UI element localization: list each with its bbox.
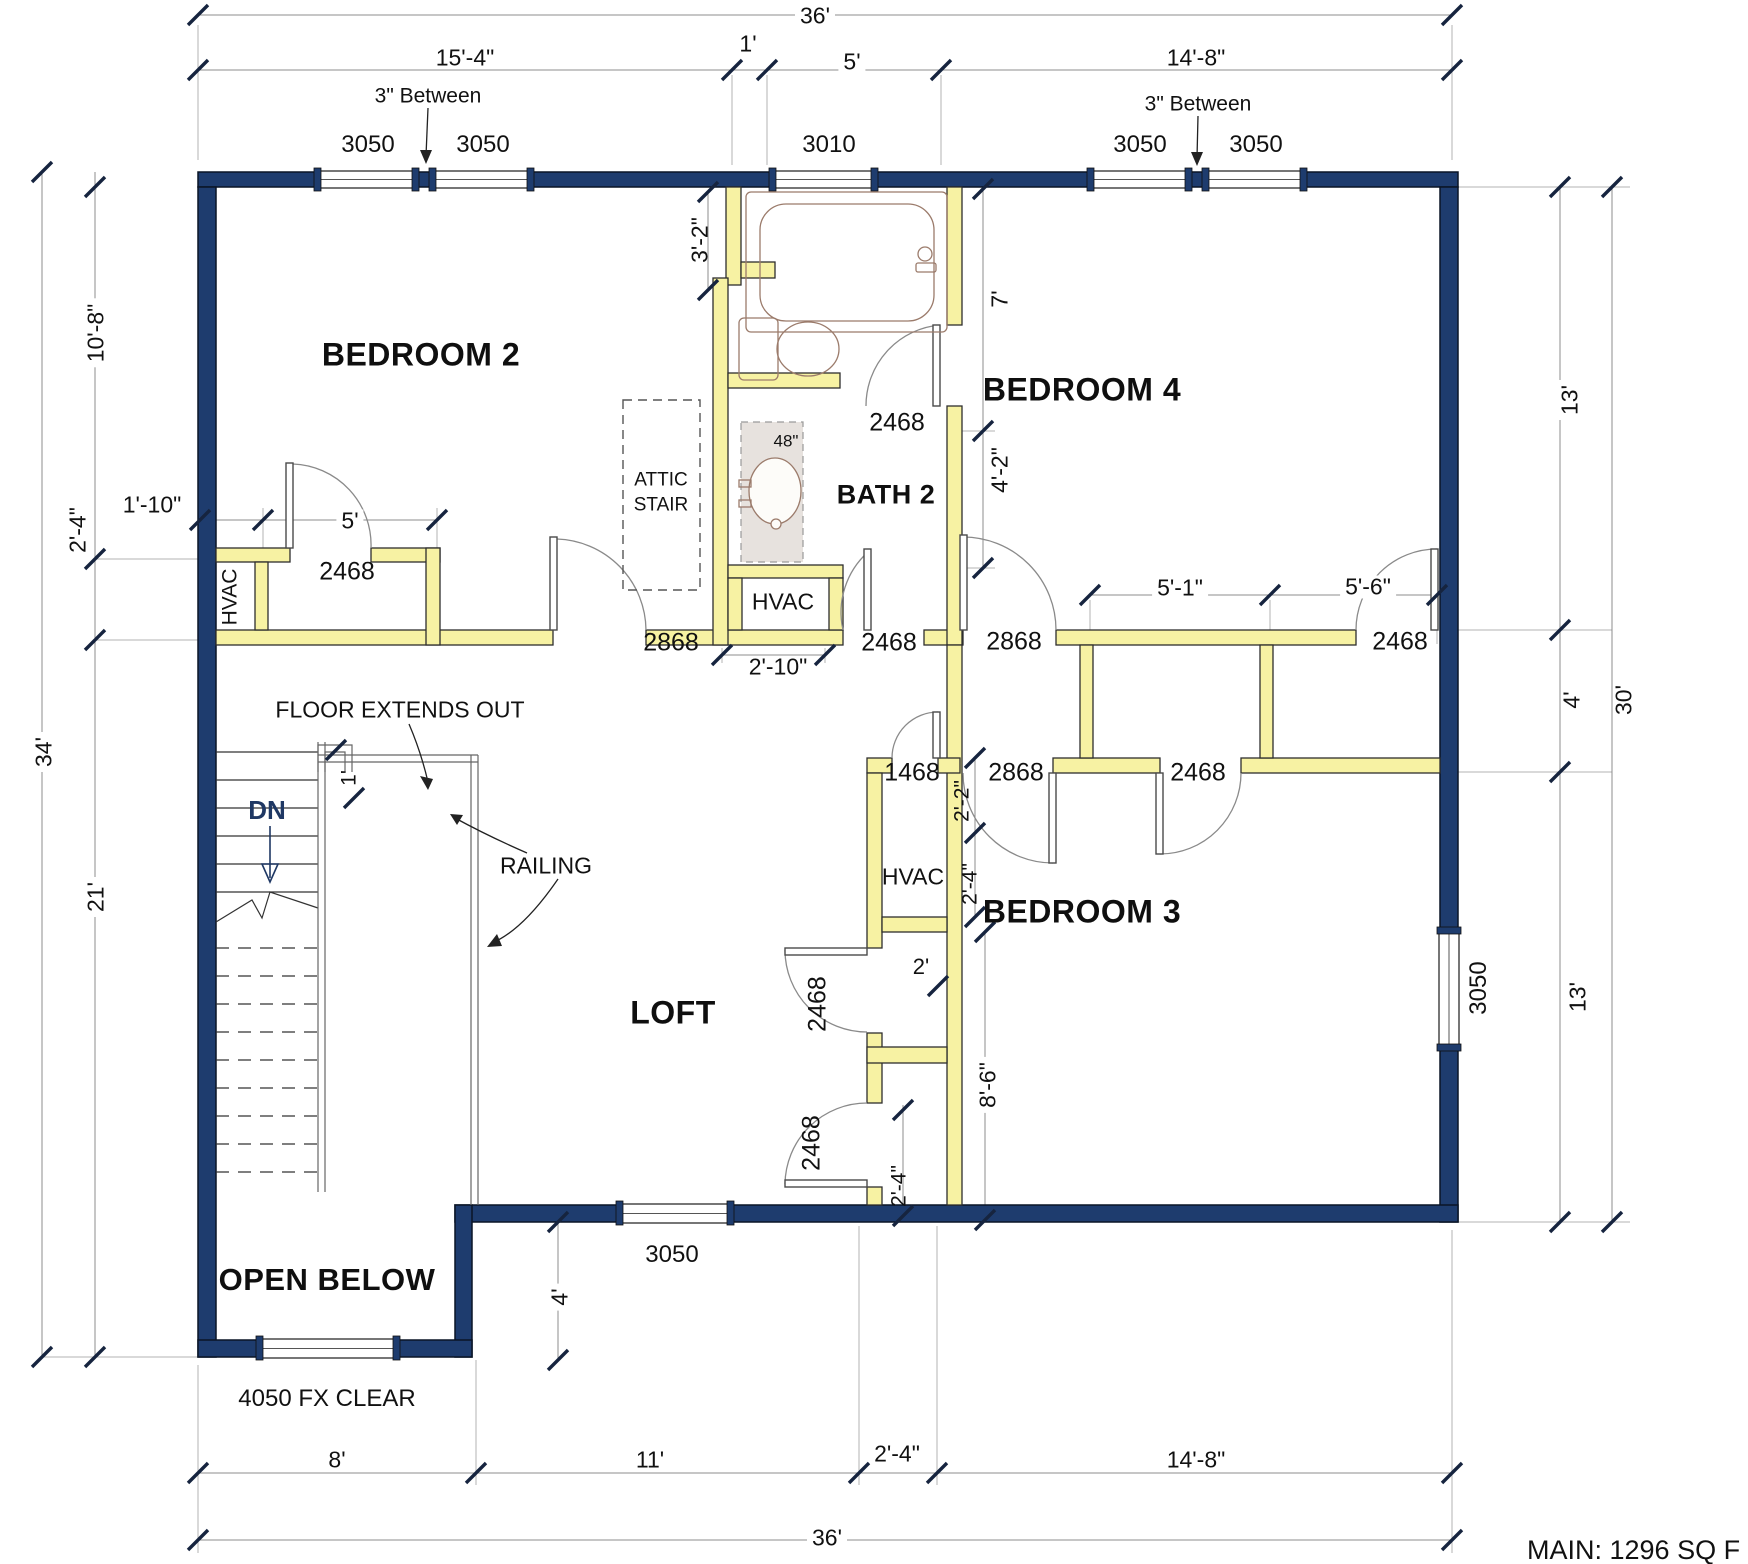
door-label: 2468 [1372,627,1428,656]
dim-top-1ft: 1' [739,30,757,57]
vanity [738,421,804,563]
vanity-label: 48" [773,431,799,451]
hvac-label: HVAC [218,568,242,626]
door-label: 2868 [986,627,1042,656]
window-label: 3050 [1113,131,1167,158]
room-label-bedroom-3: BEDROOM 3 [982,893,1182,930]
leader-arrows [408,107,1203,947]
note-between-right: 3" Between [1144,92,1252,116]
attic-stair-outline [622,399,701,591]
dim-col-2: 2' [912,954,930,979]
dim-right-13-upper: 13' [1557,380,1583,420]
door-leaves [285,324,1439,1188]
dim-bottom-2-4: 2'-4" [874,1440,920,1467]
window-label: 3050 [341,131,395,158]
door-label: 2468 [861,628,917,657]
door-label: 2868 [988,758,1044,787]
dimension-ticks [30,3,1624,1552]
hvac-label: HVAC [881,863,945,890]
dim-closet-5-1: 5'-1" [1152,576,1208,600]
door-label: 2468 [803,976,832,1032]
dim-col-2-4: 2'-4" [958,863,982,905]
interior-walls [215,186,1441,1206]
attic-stair-label-2: STAIR [633,494,689,516]
room-label-bedroom-4: BEDROOM 4 [982,371,1182,408]
door-label: 2868 [643,628,699,657]
room-label-open-below: OPEN BELOW [218,1262,436,1297]
note-between-left: 3" Between [374,84,482,108]
hvac-label: HVAC [751,588,815,615]
dim-top-right: 14'-8" [1161,46,1231,70]
extension-lines [42,25,1630,1553]
dim-bottom-8: 8' [323,1448,351,1472]
dim-top-5ft: 5' [838,50,866,74]
dim-left-2-4: 2'-4" [64,507,91,553]
window-label: 3010 [802,131,856,158]
window-label: 3050 [456,131,510,158]
dim-right-30: 30' [1611,680,1637,720]
sink [738,457,802,530]
dim-left-10-8: 10'-8" [83,298,109,368]
dim-left-21: 21' [83,877,109,917]
door-label: 2468 [1170,758,1226,787]
window-jambs [255,167,1462,1361]
window-label: 3050 [1465,961,1492,1015]
room-label-bedroom-2: BEDROOM 2 [321,336,521,373]
window-label: 4050 FX CLEAR [238,1385,416,1412]
dim-right-13-lower: 13' [1565,977,1591,1017]
dim-left-34: 34' [31,732,57,772]
note-railing: RAILING [499,852,593,879]
dim-stair-1ft: 1' [337,770,361,786]
dim-bottom-14-8: 14'-8" [1161,1448,1231,1472]
dim-hvac-2-10: 2'-10" [748,653,808,680]
stairs [215,751,319,1173]
dim-overall-bottom: 36' [807,1526,847,1550]
dim-bath-4-2: 4'-2" [986,447,1013,493]
windows [255,167,1462,1361]
dim-col-2-2: 2'-2" [950,780,974,822]
dim-left-1-10: 1'-10" [122,491,182,518]
room-label-loft: LOFT [630,994,716,1031]
bathtub [745,191,948,333]
dim-closet-5: 5' [336,509,364,533]
door-label: 1468 [884,758,940,787]
window-label: 3050 [1229,131,1283,158]
dim-overall-top: 36' [795,4,835,28]
dim-closet-5-6: 5'-6" [1340,575,1396,599]
dim-jog-4: 4' [547,1283,573,1311]
attic-stair-label-1: ATTIC [634,469,688,491]
railing [317,742,479,1205]
dim-bath-7: 7' [986,290,1013,308]
dim-col-2-4b: 2'-4" [887,1165,911,1207]
break-line [215,891,319,923]
door-label: 2468 [797,1115,826,1171]
note-dn: DN [248,795,286,825]
dim-top-left: 15'-4" [430,46,500,70]
door-swing-arcs [292,324,1438,1185]
note-floor-extends: FLOOR EXTENDS OUT [275,696,525,723]
window-label: 3050 [645,1241,699,1268]
door-label: 2468 [319,557,375,586]
dimension-lines [41,14,1613,1541]
dim-bottom-11: 11' [630,1448,670,1472]
door-label: 2468 [869,408,925,437]
room-label-bath-2: BATH 2 [836,479,936,510]
dim-col-8-6: 8'-6" [975,1057,1001,1113]
dim-bath-3-2: 3'-2" [686,217,713,263]
toilet [738,317,840,381]
dim-right-4: 4' [1559,686,1585,714]
down-arrow [260,826,280,884]
sheet-note: MAIN: 1296 SQ F [1527,1535,1741,1564]
